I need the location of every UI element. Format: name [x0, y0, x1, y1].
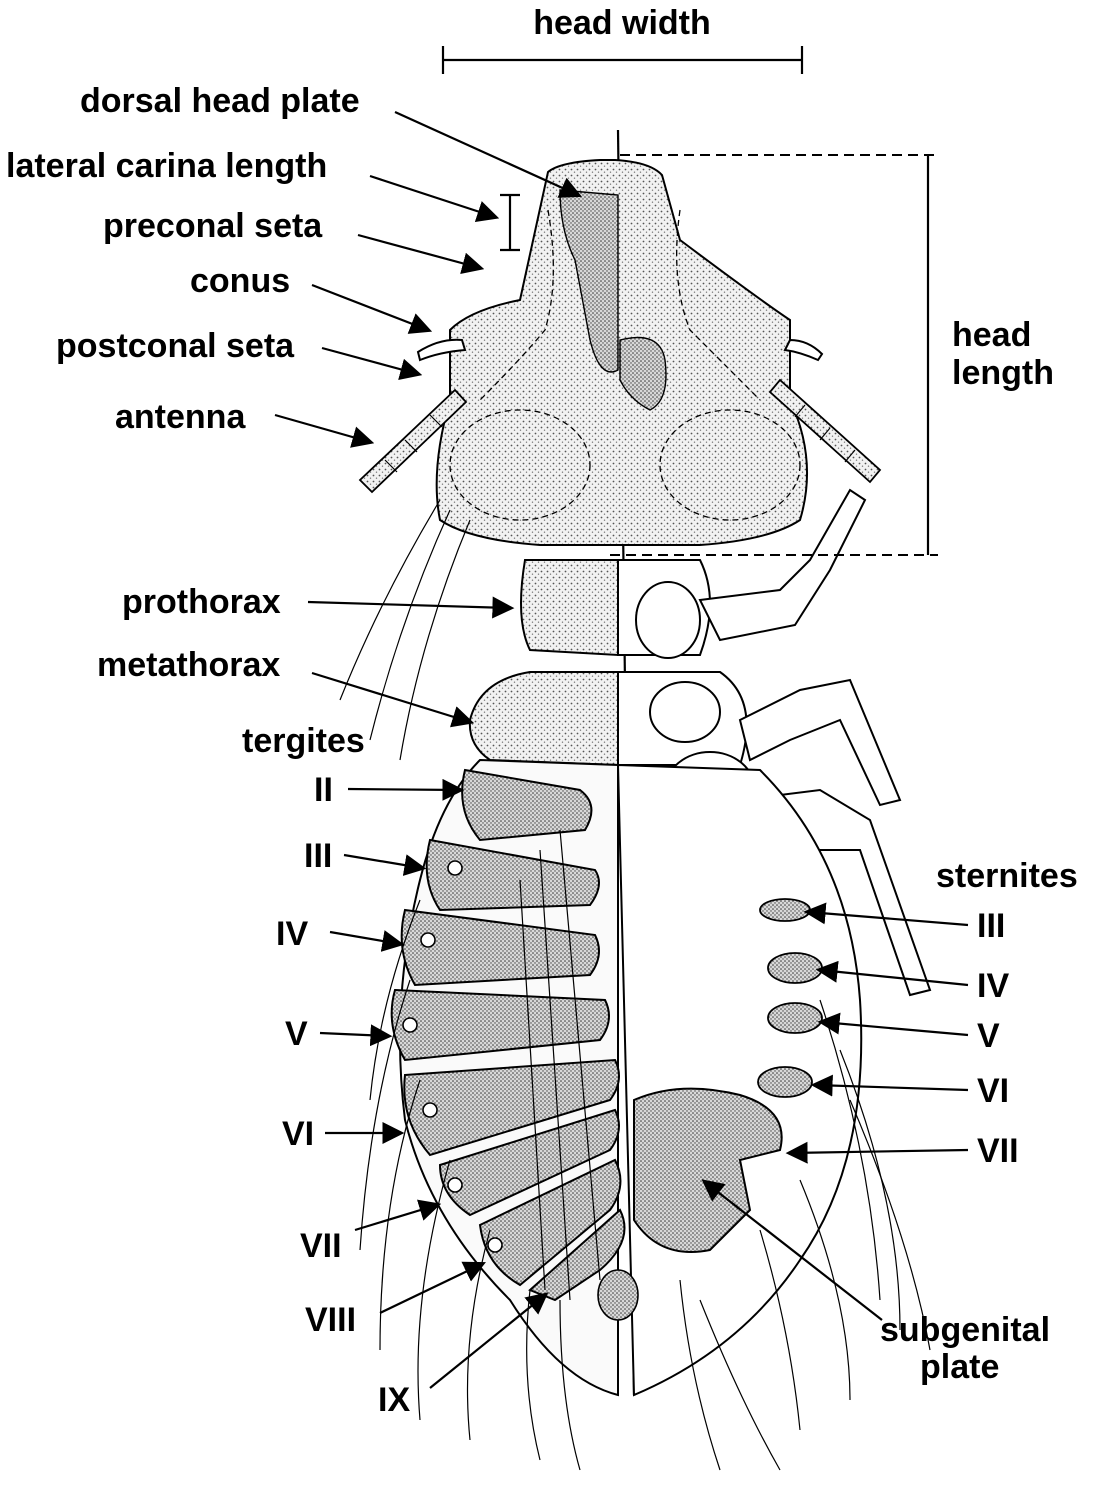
- coxa-2: [650, 682, 720, 742]
- label-postconal-seta: postconal seta: [56, 327, 295, 365]
- label-subgenital-plate-line2: plate: [920, 1348, 999, 1386]
- label-tergites: tergites: [242, 722, 365, 760]
- label-preconal-seta: preconal seta: [103, 207, 323, 245]
- tergite-label-VIII: VIII: [305, 1301, 356, 1339]
- label-prothorax: prothorax: [122, 583, 281, 621]
- tergite-label-IV: IV: [276, 915, 308, 953]
- label-head-length-line1: head: [952, 316, 1031, 354]
- tergite-label-V: V: [285, 1015, 308, 1053]
- label-metathorax: metathorax: [97, 646, 280, 684]
- label-head-width: head width: [533, 4, 711, 42]
- coxa-1: [636, 582, 700, 658]
- sternite-plate-III: [760, 899, 810, 921]
- lateral-carina-bar: [500, 195, 520, 250]
- sternite-plate-IV: [768, 953, 822, 983]
- label-head-length-line2: length: [952, 354, 1054, 392]
- tergite-label-II: II: [314, 771, 333, 809]
- louse-body: [340, 130, 930, 1470]
- sternite-label-VII: VII: [977, 1132, 1019, 1170]
- label-dorsal-head-plate: dorsal head plate: [80, 82, 360, 120]
- tergite-label-VI: VI: [282, 1115, 314, 1153]
- abdomen-right: [618, 765, 861, 1395]
- anal-plate: [598, 1270, 638, 1320]
- sternite-label-III: III: [977, 907, 1005, 945]
- sternite-plate-VI: [758, 1067, 812, 1097]
- head-width-bar: [443, 46, 802, 74]
- sternite-label-IV: IV: [977, 967, 1009, 1005]
- sternite-label-V: V: [977, 1017, 1000, 1055]
- label-conus: conus: [190, 262, 290, 300]
- label-antenna: antenna: [115, 398, 246, 436]
- metathorax-left: [470, 672, 618, 765]
- sternite-plate-V: [768, 1003, 822, 1033]
- label-sternites: sternites: [936, 857, 1078, 895]
- tergite-label-IX: IX: [378, 1381, 410, 1419]
- prothorax-left: [521, 560, 618, 655]
- label-lateral-carina-length: lateral carina length: [6, 147, 327, 185]
- label-subgenital-plate-line1: subgenital: [880, 1311, 1050, 1349]
- tergite-label-III: III: [304, 837, 332, 875]
- sternite-label-VI: VI: [977, 1072, 1009, 1110]
- tergite-label-VII: VII: [300, 1227, 342, 1265]
